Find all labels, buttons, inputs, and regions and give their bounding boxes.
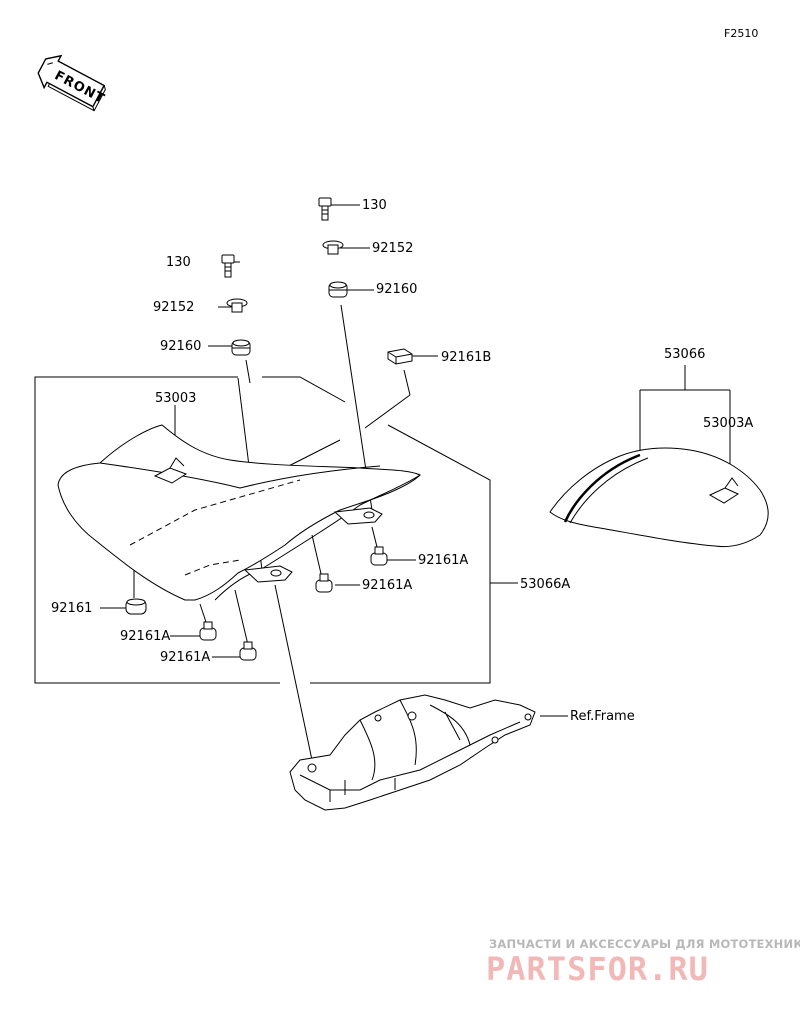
label-pillion-seat-assembly: 53066	[664, 347, 705, 362]
label-bolt-left: 130	[166, 255, 191, 270]
washer-icon-right	[322, 240, 344, 255]
damper-92161-icon	[125, 598, 147, 615]
watermark-logo: PARTSFOR.RU	[486, 950, 709, 988]
label-rider-seat-assembly: 53066A	[520, 577, 570, 592]
label-washer-right: 92152	[372, 241, 413, 256]
label-damper-a-2: 92161A	[160, 650, 210, 665]
label-washer-left: 92152	[153, 300, 194, 315]
label-damper-a-4: 92161A	[418, 553, 468, 568]
label-pillion-seat-cover: 53003A	[703, 416, 753, 431]
damper-92161a-icon-4	[370, 546, 388, 566]
front-arrow-icon: FRONT	[37, 54, 107, 112]
damper-92161a-icon-3	[315, 573, 333, 593]
label-damper-a-1: 92161A	[120, 629, 170, 644]
damper-icon-left	[231, 339, 251, 356]
rider-seat	[57, 424, 421, 601]
reference-frame	[289, 694, 536, 811]
label-damper-a-3: 92161A	[362, 578, 412, 593]
figure-code: F2510	[724, 27, 758, 40]
label-bolt-right: 130	[362, 198, 387, 213]
bolt-icon-right	[318, 197, 332, 221]
pillion-seat	[549, 447, 769, 548]
damper-92161a-icon-2	[239, 641, 257, 661]
label-damper-bottom: 92161	[51, 601, 92, 616]
label-cushion-top: 92161B	[441, 350, 491, 365]
cushion-icon	[387, 348, 413, 365]
damper-icon-right	[328, 281, 348, 298]
bolt-icon-left	[221, 254, 235, 278]
label-damper-left: 92160	[160, 339, 201, 354]
damper-92161a-icon-1	[199, 621, 217, 641]
washer-icon-left	[226, 298, 248, 313]
part-labels: 130 92152 92160 130 92152 92160 92161B 5…	[51, 198, 753, 724]
label-reference-frame: Ref.Frame	[570, 709, 635, 724]
label-rider-seat-cover: 53003	[155, 391, 196, 406]
watermark-tagline: ЗАПЧАСТИ И АКСЕССУАРЫ ДЛЯ МОТОТЕХНИКИ	[489, 937, 800, 951]
rider-seat-group-outline	[34, 376, 491, 684]
label-damper-right: 92160	[376, 282, 417, 297]
